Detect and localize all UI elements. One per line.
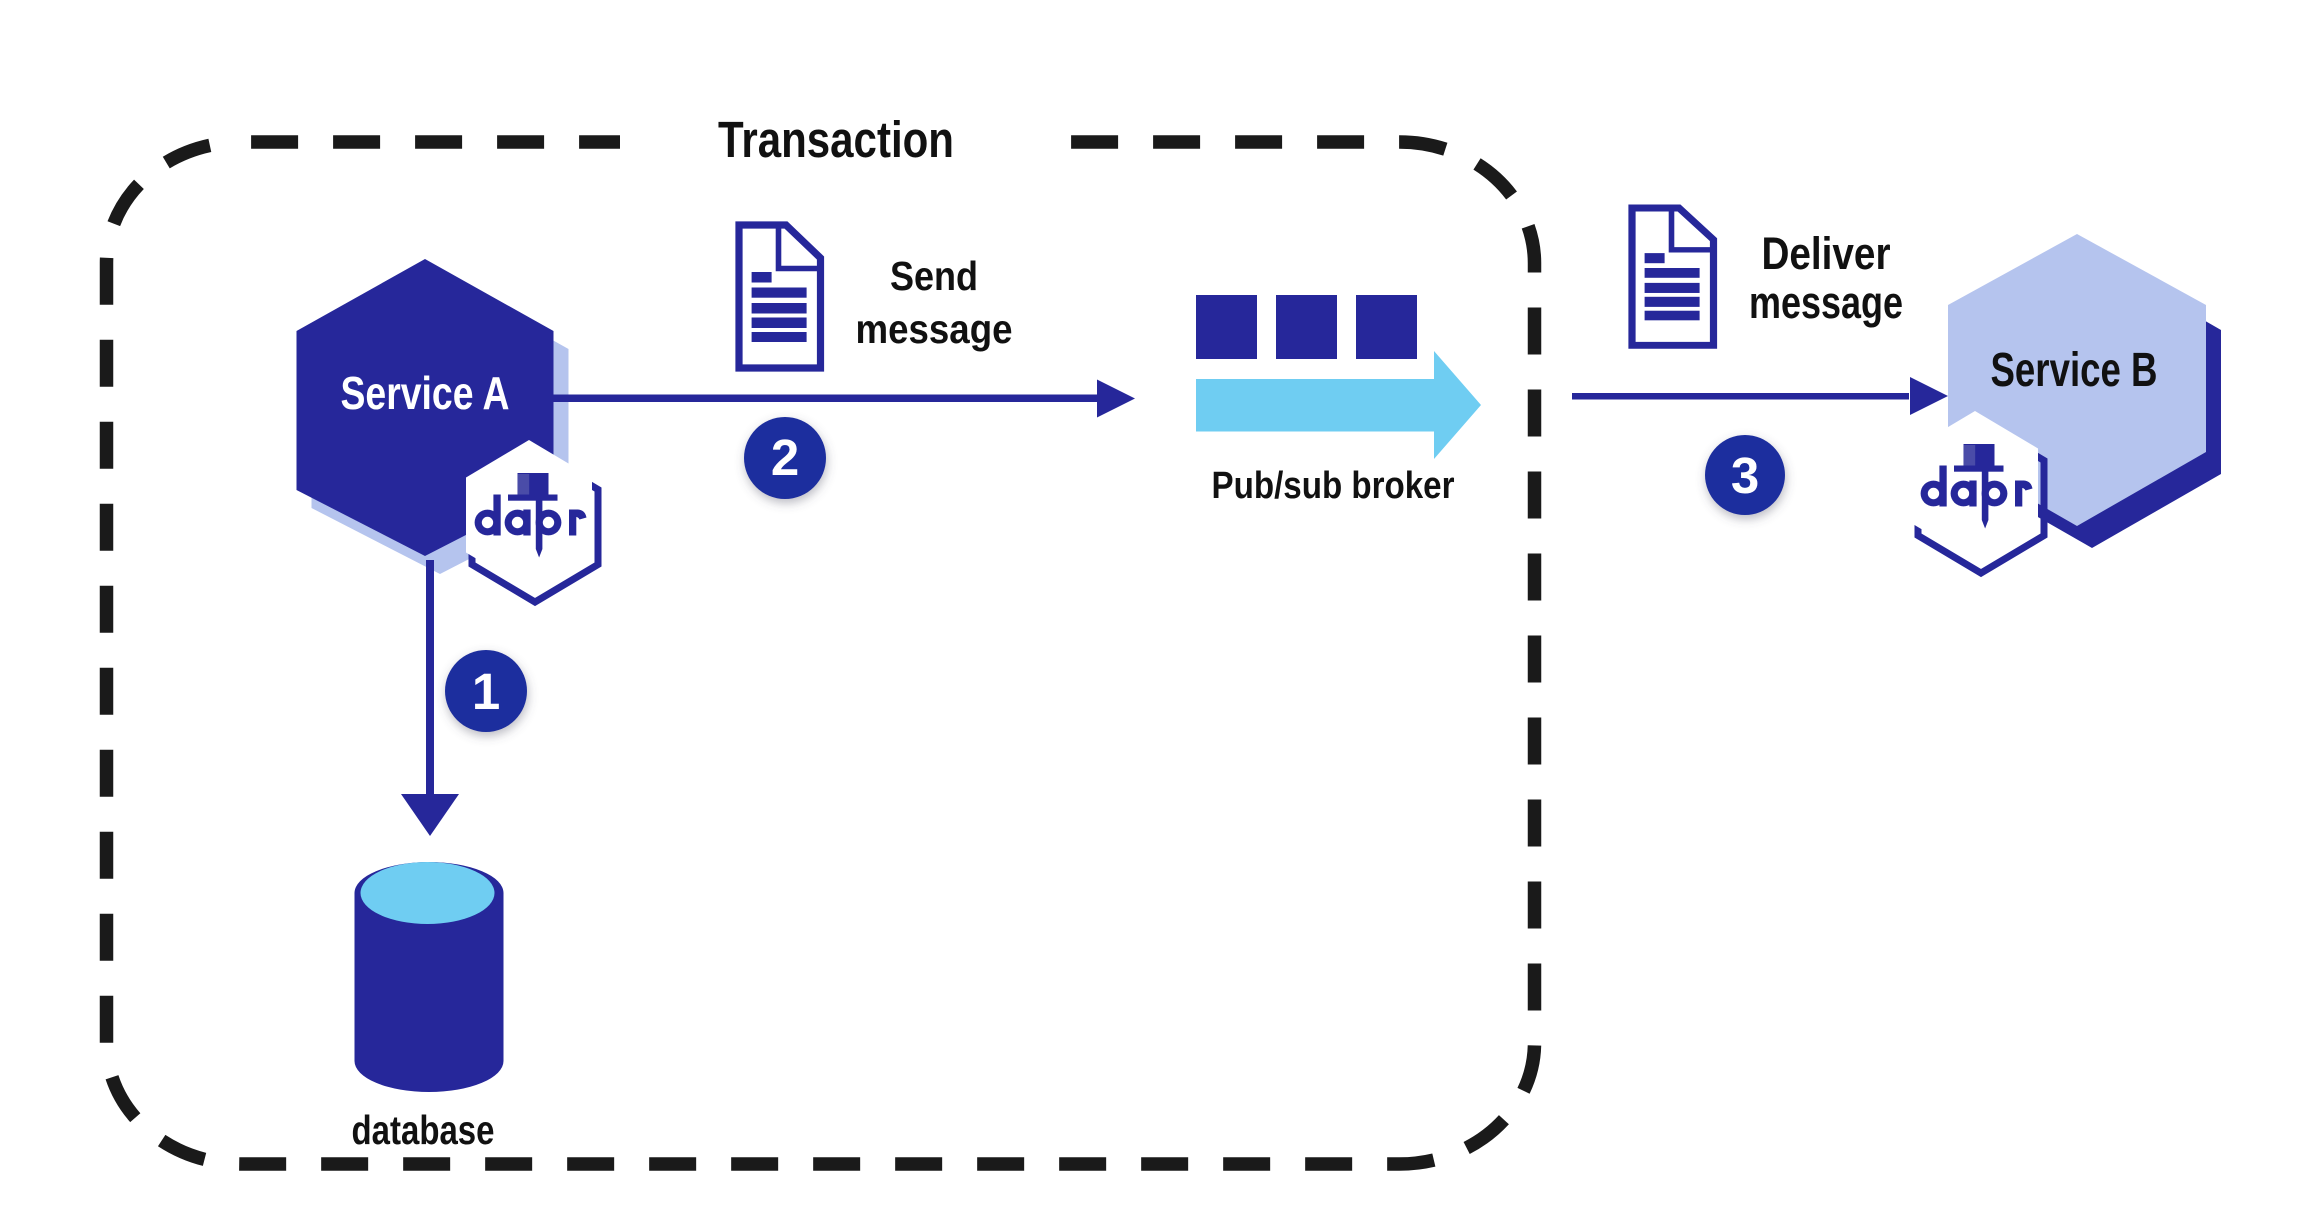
svg-text:3: 3 [1731,447,1759,504]
svg-text:database: database [352,1107,495,1153]
svg-text:message: message [856,306,1013,352]
svg-text:Pub/sub broker: Pub/sub broker [1212,465,1455,507]
svg-text:2: 2 [771,429,799,486]
svg-text:Deliver: Deliver [1762,228,1891,279]
svg-text:message: message [1749,277,1903,328]
svg-text:Service A: Service A [341,367,510,419]
svg-text:1: 1 [472,663,500,720]
svg-text:Service B: Service B [1991,344,2158,397]
svg-text:Send: Send [890,253,978,299]
svg-text:Transaction: Transaction [718,111,954,168]
